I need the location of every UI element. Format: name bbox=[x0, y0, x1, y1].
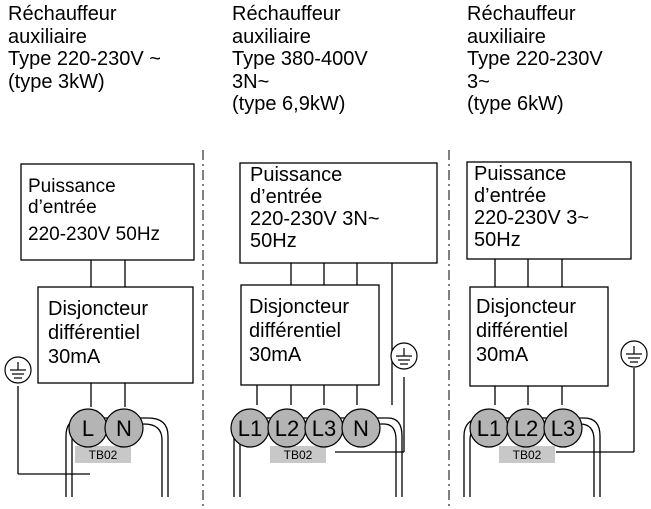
supply-line: 50Hz bbox=[474, 229, 521, 251]
breaker-line: 30mA bbox=[48, 346, 101, 368]
supply-label-col3: Puissance d’entrée 220-230V 3~ 50Hz bbox=[474, 163, 589, 251]
breaker-box bbox=[469, 286, 609, 387]
breaker-line: différentiel bbox=[476, 320, 568, 342]
breaker-line: 30mA bbox=[476, 344, 529, 366]
heading-line: Réchauffeur bbox=[467, 3, 576, 25]
supply-box bbox=[466, 161, 632, 260]
supply-line: Puissance bbox=[474, 163, 567, 185]
heading-line: auxiliaire bbox=[8, 25, 87, 48]
terminal-label: L1 bbox=[238, 416, 262, 441]
breaker-line: Disjoncteur bbox=[249, 296, 350, 318]
breaker-line: différentiel bbox=[249, 320, 341, 342]
heading-col1: Réchauffeur auxiliaire Type 220-230V ~ (… bbox=[8, 3, 161, 93]
ground-icon bbox=[620, 340, 648, 368]
terminal-block-plate bbox=[499, 446, 555, 463]
terminal-block-plate bbox=[75, 446, 131, 463]
heading-line: auxiliaire bbox=[467, 25, 546, 48]
ground-icon bbox=[4, 356, 32, 384]
terminal-label: N bbox=[116, 416, 132, 441]
terminal-label: L3 bbox=[312, 416, 336, 441]
terminal-label: L2 bbox=[514, 416, 538, 441]
supply-box bbox=[20, 163, 195, 261]
heading-line: Type 220-230V bbox=[467, 48, 603, 70]
heading-line: (type 6kW) bbox=[467, 93, 564, 115]
breaker-label-col2: Disjoncteur différentiel 30mA bbox=[249, 295, 349, 367]
heading-line: Type 380-400V bbox=[232, 48, 368, 70]
terminal bbox=[341, 408, 381, 448]
supply-line: Puissance bbox=[28, 176, 116, 197]
heading-line: 3~ bbox=[467, 70, 490, 93]
terminal bbox=[104, 408, 144, 448]
terminal-block-label: TB02 bbox=[89, 448, 118, 462]
terminal-label: L1 bbox=[477, 416, 501, 441]
supply-line: 220-230V 50Hz bbox=[28, 224, 161, 245]
breaker-line: Disjoncteur bbox=[476, 296, 577, 318]
heading-col3: Réchauffeur auxiliaire Type 220-230V 3~ … bbox=[467, 3, 603, 116]
breaker-box bbox=[240, 284, 380, 386]
supply-line: Puissance bbox=[250, 164, 343, 186]
terminal-block-label: TB02 bbox=[284, 448, 313, 462]
terminal-label: L2 bbox=[275, 416, 299, 441]
breaker-label-col1: Disjoncteur différentiel 30mA bbox=[48, 297, 148, 369]
breaker-box bbox=[37, 286, 194, 384]
supply-line: d’entrée bbox=[474, 185, 547, 207]
terminal-label: L3 bbox=[551, 416, 575, 441]
supply-line: d’entrée bbox=[250, 186, 323, 208]
terminal bbox=[543, 408, 583, 448]
supply-label-col1: Puissance d’entrée 220-230V 50Hz bbox=[28, 176, 160, 245]
heading-line: (type 3kW) bbox=[8, 70, 105, 93]
heading-line: 3N~ bbox=[232, 70, 270, 93]
supply-line: 220-230V 3N~ bbox=[250, 208, 380, 230]
supply-line: d’entrée bbox=[28, 197, 97, 218]
heading-line: Réchauffeur bbox=[8, 3, 117, 25]
breaker-line: 30mA bbox=[249, 344, 302, 366]
supply-line: 50Hz bbox=[250, 230, 297, 252]
heading-line: Réchauffeur bbox=[232, 3, 341, 25]
supply-box bbox=[239, 162, 438, 264]
breaker-label-col3: Disjoncteur différentiel 30mA bbox=[476, 295, 576, 367]
breaker-line: différentiel bbox=[48, 322, 140, 344]
heading-line: (type 6,9kW) bbox=[232, 93, 346, 115]
heading-line: auxiliaire bbox=[232, 25, 311, 48]
terminal-label: N bbox=[353, 416, 369, 441]
heading-col2: Réchauffeur auxiliaire Type 380-400V 3N~… bbox=[232, 3, 368, 116]
supply-label-col2: Puissance d’entrée 220-230V 3N~ 50Hz bbox=[250, 164, 380, 252]
breaker-line: Disjoncteur bbox=[48, 298, 149, 320]
terminal-block-label: TB02 bbox=[513, 448, 542, 462]
terminal-block-plate bbox=[270, 446, 326, 463]
ground-icon bbox=[390, 342, 418, 370]
terminal-label: L bbox=[82, 416, 94, 441]
heading-line: Type 220-230V ~ bbox=[8, 48, 161, 70]
supply-line: 220-230V 3~ bbox=[474, 207, 590, 229]
